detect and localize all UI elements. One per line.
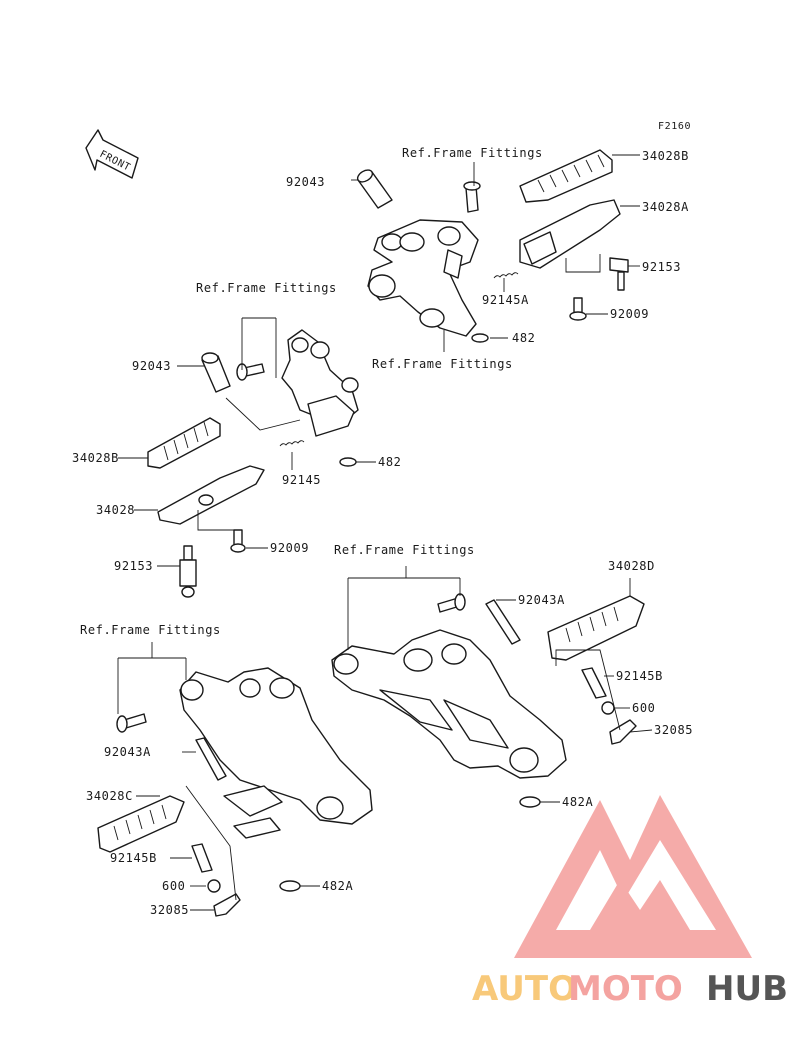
footpeg-rubber-34028B-top [519, 149, 613, 203]
label-ref-upper-left: Ref.Frame Fittings [196, 281, 337, 295]
label-92009-left: 92009 [270, 541, 309, 555]
ball-600-left [207, 879, 221, 893]
label-34028B-top: 34028B [642, 149, 689, 163]
bolt-92009-right [569, 297, 587, 321]
lower-left-assembly [97, 642, 373, 917]
label-34028B-left: 34028B [72, 451, 119, 465]
bolt-92153-right [609, 257, 629, 291]
label-92145A: 92145A [482, 293, 529, 307]
footpeg-34028A [519, 199, 621, 269]
label-92145B-left: 92145B [110, 851, 157, 865]
label-92043A-left: 92043A [104, 745, 151, 759]
clip-482A-left [279, 880, 301, 892]
pin-92043-left [201, 352, 231, 393]
label-92145B-right: 92145B [616, 669, 663, 683]
detent-32085-left [213, 893, 241, 917]
label-92043A-right: 92043A [518, 593, 565, 607]
spring-92145 [279, 440, 305, 447]
pin-92043-top [356, 169, 393, 209]
footpeg-34028C [97, 795, 185, 853]
detent-32085-right [609, 719, 637, 745]
front-arrow-icon: FRONT [85, 129, 139, 179]
label-ref-lower-right: Ref.Frame Fittings [334, 543, 475, 557]
spring-92145B-right [581, 667, 607, 699]
bracket-lower-right [331, 629, 567, 779]
footpeg-34028 [157, 465, 265, 525]
label-92145: 92145 [282, 473, 321, 487]
watermark-hub: HUB [706, 969, 788, 1009]
pin-92043A-right [485, 599, 521, 645]
watermark-logo-icon [514, 795, 752, 958]
spring-92145A [493, 272, 519, 279]
label-482A-right: 482A [562, 795, 593, 809]
label-92153-left: 92153 [114, 559, 153, 573]
watermark-auto: AUTO [472, 969, 577, 1009]
label-600-right: 600 [632, 701, 655, 715]
label-92153-right: 92153 [642, 260, 681, 274]
bolt-lower-right [437, 593, 466, 613]
label-32085-right: 32085 [654, 723, 693, 737]
footpeg-rubber-34028B-left [147, 417, 221, 469]
label-32085-left: 32085 [150, 903, 189, 917]
ball-600-right [601, 701, 615, 715]
spring-92145B-left [191, 843, 213, 873]
upper-left-assembly [118, 317, 376, 598]
label-92043-left: 92043 [132, 359, 171, 373]
label-ref-lower-left: Ref.Frame Fittings [80, 623, 221, 637]
label-34028D: 34028D [608, 559, 655, 573]
bolt-92153-left [179, 545, 197, 598]
clip-482-left [339, 457, 357, 467]
upper-right-assembly [351, 149, 640, 352]
clip-482A-right [519, 796, 541, 808]
label-482-left: 482 [378, 455, 401, 469]
label-482-top: 482 [512, 331, 535, 345]
label-92043-top: 92043 [286, 175, 325, 189]
bracket-left [281, 329, 359, 437]
bracket-lower-left [179, 667, 373, 839]
bolt-top [463, 181, 481, 213]
clip-482-top [471, 333, 489, 343]
label-92009-right: 92009 [610, 307, 649, 321]
label-34028: 34028 [96, 503, 135, 517]
bolt-92009-left [230, 529, 246, 553]
diagram-code: F2160 [658, 121, 691, 132]
label-482A-left: 482A [322, 879, 353, 893]
watermark-moto: MOTO [568, 969, 683, 1009]
lower-right-assembly [331, 566, 653, 808]
automotohub-watermark: AUTO MOTO HUB [472, 795, 788, 1009]
bolt-lower-left [116, 713, 147, 733]
label-600-left: 600 [162, 879, 185, 893]
bracket-right [367, 219, 479, 337]
pin-92043A-left [195, 737, 227, 781]
label-34028A: 34028A [642, 200, 689, 214]
bolt-upper-left [236, 363, 265, 381]
label-ref-top: Ref.Frame Fittings [402, 146, 543, 160]
label-ref-mid-right: Ref.Frame Fittings [372, 357, 513, 371]
label-34028C: 34028C [86, 789, 133, 803]
